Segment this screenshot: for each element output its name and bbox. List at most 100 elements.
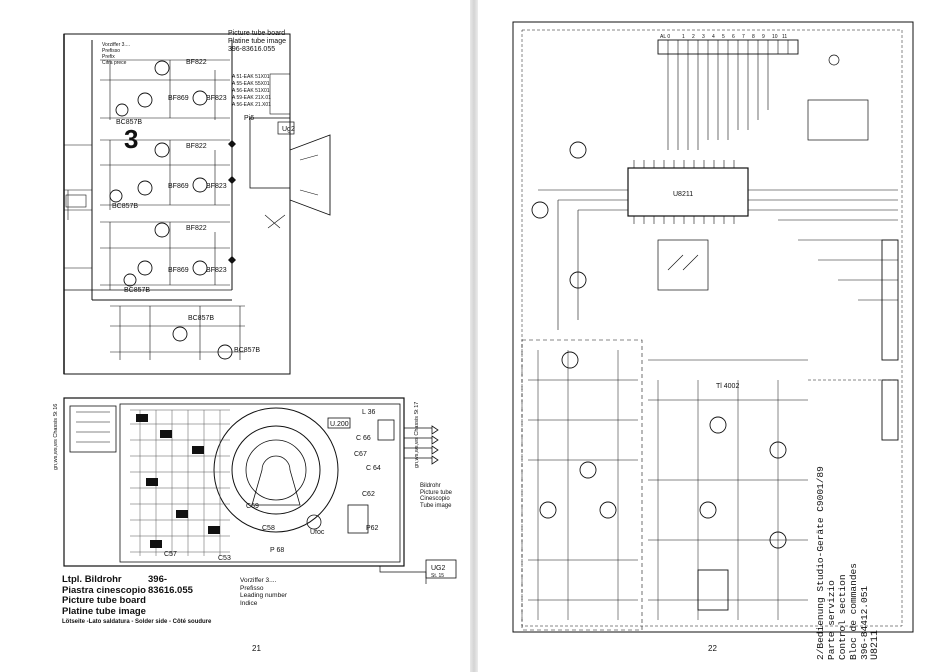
transistor-label: BF869 bbox=[168, 183, 189, 190]
control-title-line: Control section bbox=[837, 574, 848, 660]
transistor-labels: BF822 BF869 BF823 BC857B BF822 BF869 BF8… bbox=[112, 59, 260, 354]
pin-label: 11 bbox=[782, 34, 787, 40]
pin-label: AL 0 bbox=[660, 34, 670, 40]
transistor-label: BC857B bbox=[116, 119, 142, 126]
language-hint: Vorziffer 3.... Prefisso Prefix Cifra pr… bbox=[102, 42, 130, 66]
tube-legend: Bildrohr Picture tube Cinescopio Tube im… bbox=[420, 483, 452, 509]
legend-side: Lötseite -Lato saldatura - Solder side -… bbox=[62, 619, 212, 625]
transistor-label: BF823 bbox=[206, 95, 227, 102]
board-title: Picture tube board Platine tube image 39… bbox=[228, 30, 286, 54]
pcb-label: P62 bbox=[366, 525, 379, 532]
page-number-left: 21 bbox=[252, 644, 261, 653]
control-title-line: 2/Bedienung Studio-Geräte C9001/89 bbox=[815, 466, 826, 660]
legend-line: Piastra cinescopio bbox=[62, 584, 146, 596]
pin-label: 7 bbox=[742, 34, 745, 40]
right-schematic: AL 0 1 2 3 4 5 6 7 8 9 10 11 U8211 Tl 40… bbox=[512, 21, 914, 633]
transistor-label: BF822 bbox=[186, 225, 207, 232]
legend-part-number: 396-83616.055 bbox=[148, 574, 193, 596]
control-title-line: Bloc de commandes bbox=[848, 563, 859, 660]
pin-label: 3 bbox=[702, 34, 705, 40]
video-stage-1 bbox=[100, 59, 230, 120]
top-connector-pins: AL 0 1 2 3 4 5 6 7 8 9 10 11 bbox=[660, 34, 787, 40]
tube-type: A 51-EAK 51X01 bbox=[232, 74, 270, 80]
connector-labels: Ug2 Pi6 bbox=[244, 115, 295, 133]
tube-type: A 59-EAK 21X.01 bbox=[232, 95, 271, 101]
pin-label: 6 bbox=[732, 34, 735, 40]
legend-line: Ltpl. Bildrohr bbox=[62, 574, 122, 585]
tube-type: A 55-EAK 55X01 bbox=[232, 81, 270, 87]
connector-label: Pi6 bbox=[244, 115, 254, 122]
board-title-line: Picture tube board bbox=[228, 30, 286, 37]
legend-line: Picture tube board bbox=[62, 595, 146, 606]
connector-label: Ug2 bbox=[282, 126, 295, 133]
pin-label: 1 bbox=[682, 34, 685, 40]
pcb-label: C57 bbox=[164, 551, 177, 558]
pcb-label: C53 bbox=[218, 555, 231, 562]
page-number-right: 22 bbox=[708, 644, 717, 653]
transistor-label: BC857B bbox=[124, 287, 150, 294]
main-ic bbox=[627, 160, 749, 224]
board-title-line: 396-83616.055 bbox=[228, 46, 276, 53]
transistor-label: BF822 bbox=[186, 143, 207, 150]
book-binding bbox=[470, 0, 478, 672]
pin-label: 2 bbox=[692, 34, 695, 40]
pcb-layout bbox=[63, 397, 457, 584]
control-chip-label: U8211 bbox=[870, 629, 881, 660]
pcb-label: L 36 bbox=[362, 409, 375, 416]
transistor-label: BC857B bbox=[234, 347, 260, 354]
pcb-label: C58 bbox=[262, 525, 275, 532]
ic-labels: U8211 Tl 4002 bbox=[673, 191, 739, 390]
control-title-line: 396-84412.051 bbox=[859, 585, 870, 660]
tube-legend-line: Picture tube bbox=[420, 489, 453, 496]
vorziffer-line: Prefisso bbox=[240, 584, 264, 592]
board-title-line: Platine tube image bbox=[228, 38, 286, 45]
control-title-line: Parte servizio bbox=[826, 580, 837, 660]
transistor-label: BC857B bbox=[112, 203, 138, 210]
pcb-label: C69 bbox=[246, 503, 259, 510]
pin-label: 9 bbox=[762, 34, 765, 40]
pcb-label: C67 bbox=[354, 451, 367, 458]
legend-line: Platine tube image bbox=[62, 605, 146, 617]
hint-line: Prefix bbox=[102, 54, 115, 60]
section-number: 3 bbox=[124, 124, 139, 154]
pcb-label: C62 bbox=[362, 491, 375, 498]
pcb-label: Ufoc bbox=[310, 529, 325, 536]
pin-label: 10 bbox=[772, 34, 778, 40]
transistor-label: BF822 bbox=[186, 59, 207, 66]
bias-stage bbox=[110, 305, 245, 360]
pcb-label: C 66 bbox=[356, 435, 371, 442]
vorziffer-line: Vorziffer 3.... bbox=[240, 577, 277, 584]
vorziffer-line: Leading number bbox=[240, 592, 287, 599]
tube-legend-line: Bildrohr bbox=[420, 483, 441, 489]
vorziffer-line: Indice bbox=[240, 599, 258, 607]
transistor-label: BF869 bbox=[168, 95, 189, 102]
tube-table: A 51-EAK 51X01 A 55-EAK 55X01 A 56-EAK 5… bbox=[232, 74, 271, 108]
pcb-labels: L 36 U.200 C 66 C67 C 64 C62 P62 C69 C58… bbox=[164, 409, 446, 579]
transistor-label: BC857B bbox=[188, 315, 214, 322]
tube-socket bbox=[249, 117, 331, 229]
tube-type: A 56-EAK 21.X01 bbox=[232, 102, 271, 108]
left-page: A 51-EAK 51X01 A 55-EAK 55X01 A 56-EAK 5… bbox=[0, 0, 470, 672]
ug2-label: UG2 bbox=[431, 565, 446, 572]
left-schematic: A 51-EAK 51X01 A 55-EAK 55X01 A 56-EAK 5… bbox=[63, 33, 457, 584]
transistor-label: BF823 bbox=[206, 183, 227, 190]
chassis-label-left: gn,ws,ws,ws Chassis St 16 bbox=[53, 403, 59, 470]
top-connector bbox=[657, 39, 799, 150]
video-stage-3 bbox=[100, 221, 230, 290]
transistor-label: BF869 bbox=[168, 267, 189, 274]
vorziffer-legend: Vorziffer 3.... Prefisso Leading number … bbox=[240, 577, 287, 607]
hint-line: Prefisso bbox=[102, 48, 120, 54]
tube-type: A 56-EAK 51X01 bbox=[232, 88, 270, 94]
tube-legend-line: Tube image bbox=[420, 502, 452, 509]
board-legend: Ltpl. Bildrohr Piastra cinescopio Pictur… bbox=[62, 574, 212, 628]
hint-line: Vorziffer 3.... bbox=[102, 42, 130, 48]
pcb-label: U.200 bbox=[330, 421, 349, 428]
ic-label: U8211 bbox=[673, 191, 693, 198]
ic-label: Tl 4002 bbox=[716, 383, 739, 390]
tube-legend-line: Cinescopio bbox=[420, 496, 450, 502]
pcb-label: C 64 bbox=[366, 465, 381, 472]
pin-label: 4 bbox=[712, 34, 715, 40]
video-stage-2 bbox=[100, 139, 230, 210]
pin-label: 8 bbox=[752, 34, 755, 40]
ug2-st: St. 15 bbox=[431, 573, 444, 579]
